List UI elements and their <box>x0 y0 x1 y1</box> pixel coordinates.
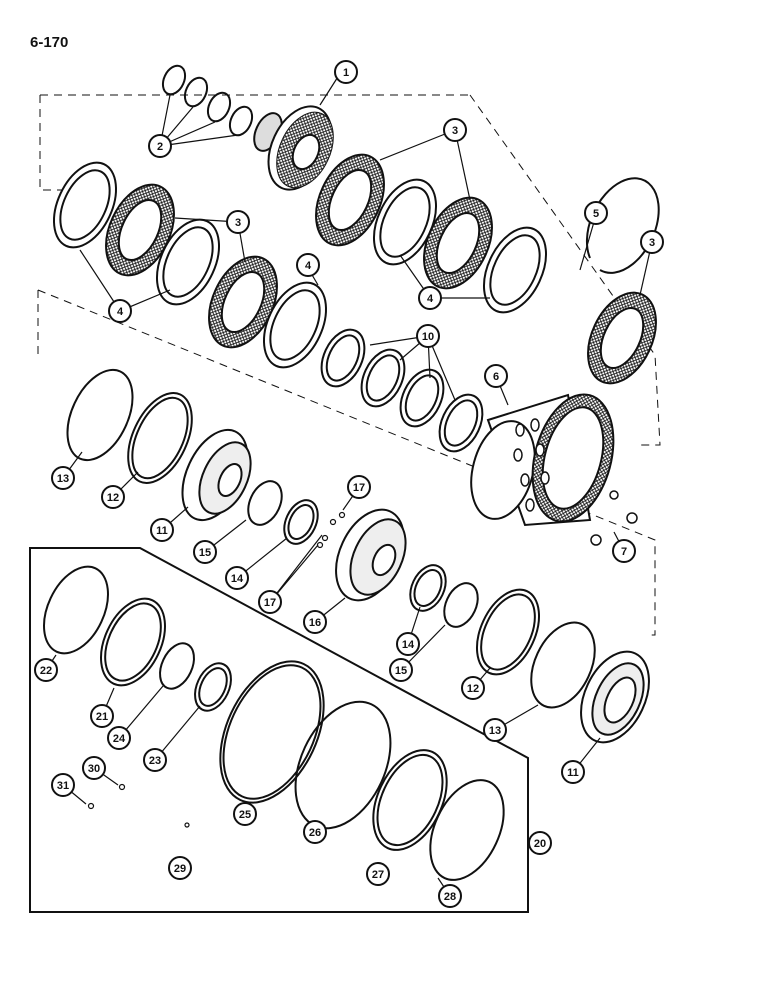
svg-text:28: 28 <box>444 891 456 903</box>
callout-3: 3 <box>226 210 250 234</box>
svg-text:20: 20 <box>534 838 546 850</box>
svg-text:1: 1 <box>343 67 349 79</box>
svg-text:3: 3 <box>235 217 241 229</box>
callout-5: 5 <box>584 201 608 225</box>
svg-text:30: 30 <box>88 763 100 775</box>
callout-29: 29 <box>168 856 192 880</box>
callout-6: 6 <box>484 364 508 388</box>
callout-4: 4 <box>108 299 132 323</box>
svg-text:26: 26 <box>309 827 321 839</box>
callout-26: 26 <box>303 820 327 844</box>
svg-text:11: 11 <box>567 767 579 779</box>
svg-text:21: 21 <box>96 711 108 723</box>
piston-hub-part-16 <box>335 508 407 602</box>
callout-3: 3 <box>443 118 467 142</box>
lower-stack-upper-row <box>66 368 319 545</box>
drum-part-6 <box>470 393 615 527</box>
callout-3: 3 <box>640 230 664 254</box>
svg-text:4: 4 <box>305 260 312 272</box>
svg-text:14: 14 <box>402 639 415 651</box>
svg-text:5: 5 <box>593 208 599 220</box>
svg-text:16: 16 <box>309 617 321 629</box>
lower-stack-lower-row <box>409 564 650 744</box>
callout-13: 13 <box>51 466 75 490</box>
callout-12: 12 <box>461 676 485 700</box>
hub-part-1 <box>253 105 334 191</box>
callout-27: 27 <box>366 862 390 886</box>
callout-4: 4 <box>418 286 442 310</box>
svg-text:15: 15 <box>199 547 211 559</box>
svg-text:4: 4 <box>117 306 124 318</box>
svg-text:3: 3 <box>452 125 458 137</box>
snap-rings-part-2 <box>161 64 254 137</box>
balls-part-17 <box>316 511 346 549</box>
callout-24: 24 <box>107 726 131 750</box>
svg-text:17: 17 <box>353 482 365 494</box>
svg-text:7: 7 <box>621 546 627 558</box>
callout-14: 14 <box>225 566 249 590</box>
svg-text:13: 13 <box>57 473 69 485</box>
clutch-pack-upper <box>53 153 660 385</box>
callout-11: 11 <box>561 760 585 784</box>
callout-21: 21 <box>90 704 114 728</box>
svg-text:3: 3 <box>649 237 655 249</box>
callout-15: 15 <box>389 658 413 682</box>
callout-30: 30 <box>82 756 106 780</box>
svg-text:25: 25 <box>239 809 251 821</box>
svg-text:23: 23 <box>149 755 161 767</box>
callout-25: 25 <box>233 802 257 826</box>
svg-text:24: 24 <box>113 733 126 745</box>
callout-16: 16 <box>303 610 327 634</box>
callout-10: 10 <box>416 324 440 348</box>
inset-panel-border <box>29 547 529 913</box>
callout-17: 17 <box>347 475 371 499</box>
callout-20: 20 <box>528 831 552 855</box>
svg-text:15: 15 <box>395 665 407 677</box>
svg-text:10: 10 <box>422 331 434 343</box>
callout-15: 15 <box>193 540 217 564</box>
callout-14: 14 <box>396 632 420 656</box>
callouts: 1 2 3 3 3 4 4 4 5 6 7 10 11 11 12 12 13 … <box>34 60 664 908</box>
callout-31: 31 <box>51 773 75 797</box>
svg-text:11: 11 <box>156 525 168 537</box>
svg-text:4: 4 <box>427 293 434 305</box>
callout-7: 7 <box>612 539 636 563</box>
callout-17: 17 <box>258 590 282 614</box>
callout-23: 23 <box>143 748 167 772</box>
svg-text:2: 2 <box>157 141 163 153</box>
svg-text:31: 31 <box>57 780 69 792</box>
callout-12: 12 <box>101 485 125 509</box>
svg-text:14: 14 <box>231 573 244 585</box>
callout-4: 4 <box>296 253 320 277</box>
seal-kit-rings <box>43 565 505 881</box>
svg-text:17: 17 <box>264 597 276 609</box>
seal-kit-small-parts <box>87 783 190 828</box>
callout-22: 22 <box>34 658 58 682</box>
rings-part-10 <box>320 328 484 453</box>
svg-text:22: 22 <box>40 665 52 677</box>
svg-text:29: 29 <box>174 863 186 875</box>
svg-text:12: 12 <box>107 492 119 504</box>
callout-11: 11 <box>150 518 174 542</box>
callout-28: 28 <box>438 884 462 908</box>
callout-1: 1 <box>334 60 358 84</box>
dashed-outline-group-1b <box>37 95 656 636</box>
parts-7 <box>590 490 638 546</box>
svg-text:6: 6 <box>493 371 499 383</box>
svg-text:13: 13 <box>489 725 501 737</box>
svg-text:12: 12 <box>467 683 479 695</box>
svg-text:27: 27 <box>372 869 384 881</box>
callout-2: 2 <box>148 134 172 158</box>
page-number: 6-170 <box>30 34 69 51</box>
callout-13: 13 <box>483 718 507 742</box>
